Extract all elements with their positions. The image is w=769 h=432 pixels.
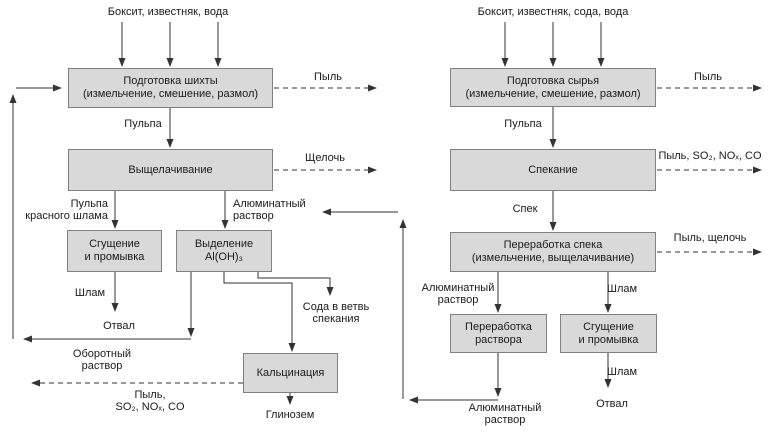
box-thickening-washing-left: Сгущение и промывка bbox=[67, 230, 162, 272]
box-charge-preparation: Подготовка шихты (измельчение, смешение,… bbox=[68, 68, 273, 108]
label-alumina: Глинозем bbox=[265, 409, 315, 421]
label-aluminate-solution-in: Алюминатный раствор bbox=[421, 282, 495, 306]
label-sludge-right-2: Шлам bbox=[606, 366, 638, 378]
arrow-to-calcination bbox=[223, 272, 296, 352]
label-red-mud-pulp: Пульпа красного шлама bbox=[25, 198, 108, 222]
label-dust-left: Пыль bbox=[314, 71, 342, 83]
arrow-soda-to-sintering bbox=[257, 272, 334, 296]
label-sludge-right-1: Шлам bbox=[606, 283, 638, 295]
label-cake-emissions: Пыль, щелочь bbox=[673, 232, 747, 244]
label-feed-left: Боксит, известняк, вода bbox=[107, 6, 229, 18]
label-sintering-emissions: Пыль, SO₂, NOₓ, CO bbox=[658, 150, 762, 162]
label-aluminate-solution-out: Алюминатный раствор bbox=[468, 402, 542, 426]
label-soda-to-sintering: Сода в ветвь спекания bbox=[302, 301, 370, 325]
label-pulp-left: Пульпа bbox=[124, 118, 162, 130]
box-aloh3-precipitation: Выделение Al(OH)₃ bbox=[176, 230, 272, 272]
label-aluminate-solution-left: Алюминатный раствор bbox=[233, 198, 306, 222]
label-cake: Спек bbox=[512, 203, 538, 215]
box-calcination: Кальцинация bbox=[243, 353, 338, 393]
label-pulp-right: Пульпа bbox=[504, 118, 542, 130]
label-dump-left: Отвал bbox=[103, 320, 135, 332]
box-thickening-washing-right: Сгущение и промывка bbox=[560, 314, 657, 353]
label-feed-right: Боксит, известняк, сода, вода bbox=[477, 6, 629, 18]
box-leaching: Выщелачивание bbox=[68, 149, 273, 191]
label-recycled-solution: Оборотный раствор bbox=[72, 348, 132, 372]
label-sludge-left: Шлам bbox=[74, 287, 106, 299]
box-raw-preparation: Подготовка сырья (измельчение, смешение,… bbox=[450, 68, 656, 107]
box-sintering: Спекание bbox=[450, 149, 656, 191]
label-calcination-emissions: Пыль, SO₂, NOₓ, CO bbox=[115, 389, 185, 413]
box-solution-processing: Переработка раствора bbox=[450, 314, 547, 353]
box-cake-processing: Переработка спека (измельчение, выщелачи… bbox=[450, 232, 656, 272]
label-alkali: Щелочь bbox=[305, 152, 345, 164]
label-dump-right: Отвал bbox=[596, 398, 628, 410]
label-dust-right: Пыль bbox=[694, 71, 722, 83]
